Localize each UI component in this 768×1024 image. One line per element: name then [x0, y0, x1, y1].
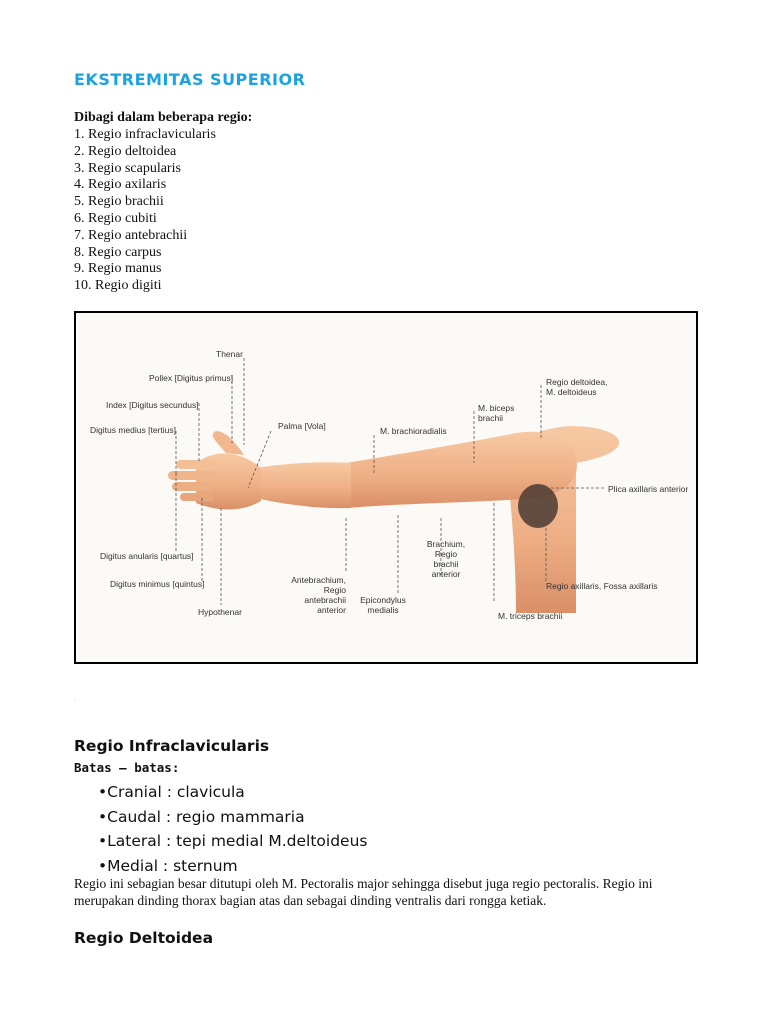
batas-label: Batas – batas: — [74, 760, 180, 775]
section-paragraph: Regio ini sebagian besar ditutupi oleh M… — [74, 876, 653, 908]
list-item: 4. Regio axilaris — [74, 177, 167, 193]
leader-lines — [175, 358, 604, 605]
upper-arm-shape — [346, 431, 577, 508]
stray-dot: . — [74, 696, 76, 702]
label-m-triceps: M. triceps brachii — [498, 611, 563, 621]
list-item: •Cranial : clavicula — [98, 783, 245, 801]
finger-middle — [168, 471, 214, 480]
list-item: 2. Regio deltoidea — [74, 143, 177, 159]
label-brachium: Brachium, Regio brachii anterior — [426, 539, 466, 579]
label-epicondylus: Epicondylus medialis — [360, 595, 406, 615]
list-item: 1. Regio infraclavicularis — [74, 127, 216, 142]
batas-list: •Cranial : clavicula •Caudal : regio mam… — [98, 780, 367, 878]
finger-index — [176, 460, 216, 469]
label-antebrachium: Antebrachium, Regio antebrachii anterior — [291, 575, 346, 615]
label-digitus-minimus: Digitus minimus [quintus] — [110, 579, 205, 589]
list-item: •Caudal : regio mammaria — [98, 807, 305, 826]
list-item: 7. Regio antebrachii — [74, 227, 188, 243]
forearm-shape — [256, 462, 351, 509]
regio-list: 1. Regio infraclavicularis 2. Regio delt… — [74, 127, 216, 295]
label-digitus-anularis: Digitus anularis [quartus] — [100, 551, 194, 561]
section-heading-infraclavicularis: Regio Infraclavicularis — [74, 737, 270, 755]
finger-ring — [172, 482, 214, 491]
axilla-shadow — [518, 484, 558, 528]
list-item: •Lateral : tepi medial M.deltoideus — [98, 832, 368, 850]
label-m-biceps: M. biceps brachii — [478, 403, 515, 423]
list-item: 5. Regio brachii — [74, 194, 164, 210]
label-digitus-medius: Digitus medius [tertius] — [90, 425, 176, 435]
label-m-brachioradialis: M. brachioradialis — [380, 426, 447, 436]
arm-illustration — [168, 358, 620, 613]
section-heading-deltoidea: Regio Deltoidea — [74, 929, 214, 947]
thumb-shape — [212, 431, 244, 455]
label-regio-deltoidea: Regio deltoidea, M. deltoideus — [546, 377, 608, 397]
intro-label: Dibagi dalam beberapa regio: — [74, 110, 253, 125]
finger-little — [180, 493, 214, 501]
label-pollex: Pollex [Digitus primus] — [149, 373, 234, 383]
label-regio-axillaris: Regio axillaris, Fossa axillaris — [546, 581, 658, 591]
list-item: 3. Regio scapularis — [74, 160, 181, 176]
list-item: •Medial : sternum — [98, 856, 238, 875]
list-item: 10. Regio digiti — [74, 278, 162, 294]
list-item: 9. Regio manus — [74, 261, 162, 277]
list-item: 6. Regio cubiti — [74, 210, 157, 226]
arm-anatomy-figure: Thenar Pollex [Digitus primus] Index [Di… — [74, 311, 698, 664]
label-plica-axillaris: Plica axillaris anterior — [608, 484, 689, 494]
label-hypothenar: Hypothenar — [198, 607, 242, 617]
label-thenar: Thenar — [216, 349, 243, 359]
list-item: 8. Regio carpus — [74, 244, 162, 260]
page-title: EKSTREMITAS SUPERIOR — [74, 70, 306, 89]
label-index: Index [Digitus secundus] — [106, 400, 199, 410]
label-palma: Palma [Vola] — [278, 421, 326, 431]
